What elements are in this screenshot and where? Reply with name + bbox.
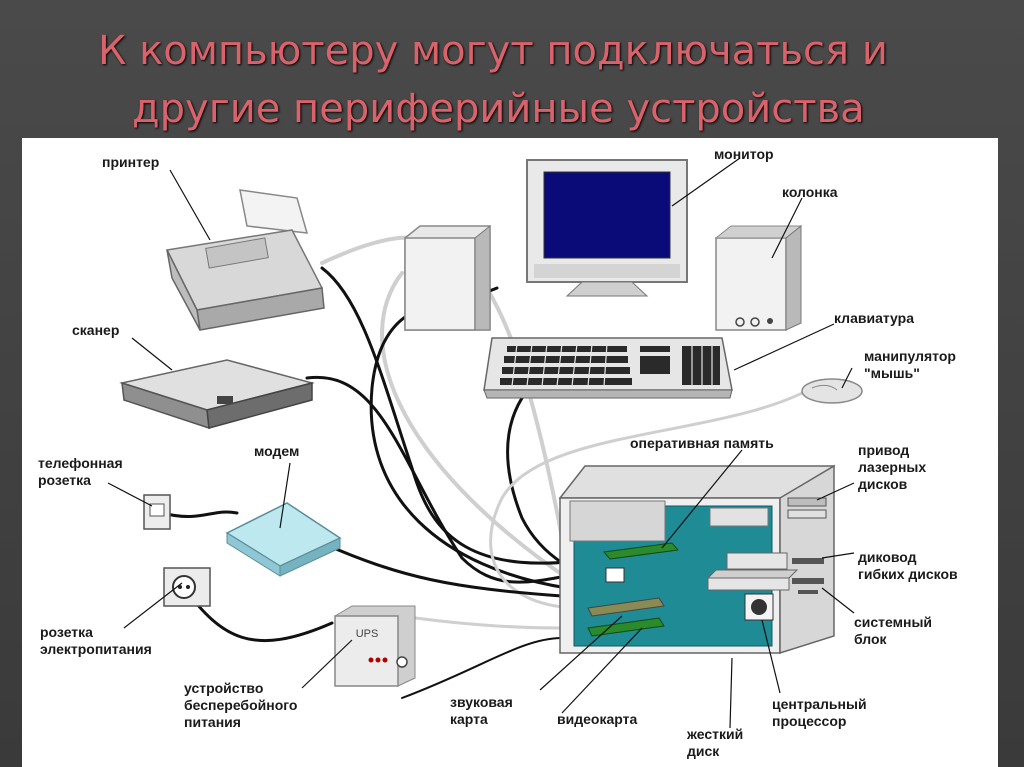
keyboard-icon	[483, 337, 733, 399]
label-keyboard: клавиатура	[834, 310, 915, 326]
label-speaker: колонка	[782, 184, 838, 200]
speaker-right-icon	[714, 224, 803, 331]
ups-power-cable	[401, 637, 563, 699]
modem-cable	[320, 541, 564, 598]
printer-data-cable	[320, 266, 604, 565]
label-power-socket: розетка электропитания	[40, 624, 152, 657]
slide-title: К компьютеру могут подключаться и другие…	[0, 22, 1024, 138]
monitor-icon	[526, 159, 688, 297]
mouse-icon	[801, 378, 863, 404]
label-phone-socket: телефонная розетка	[38, 455, 123, 488]
speaker-cable	[380, 271, 569, 580]
ups-icon: UPS	[334, 605, 416, 687]
label-ups: устройство бесперебойного питания	[184, 680, 298, 730]
phone-cable	[160, 510, 239, 518]
label-system-unit: системный блок	[854, 614, 933, 647]
label-monitor: монитор	[714, 146, 774, 162]
label-hdd: жесткий диск	[687, 726, 744, 759]
label-sound-card: звуковая карта	[450, 694, 513, 727]
label-mouse: манипулятор "мышь"	[864, 348, 956, 381]
label-video-card: видеокарта	[557, 711, 638, 727]
label-ram: оперативная память	[630, 435, 774, 451]
video-card-module	[587, 617, 665, 637]
diagram-canvas: UPS	[107, 157, 863, 729]
speaker-left-icon	[404, 224, 491, 331]
modem-icon	[225, 502, 342, 577]
phone-socket-icon	[143, 494, 171, 530]
sound-card-module	[587, 597, 665, 617]
label-scanner: сканер	[72, 322, 120, 338]
ram-module	[603, 542, 679, 560]
label-cpu: центральный процессор	[772, 696, 867, 729]
label-modem: модем	[254, 443, 300, 459]
title-line-2: другие периферийные устройства	[132, 86, 865, 132]
system-unit-icon	[558, 464, 836, 655]
label-floppy-drive: диковод гибких дисков	[858, 549, 958, 582]
label-printer: принтер	[102, 154, 160, 170]
leader-lines	[107, 157, 855, 729]
scanner-cable	[305, 375, 604, 584]
label-optical-drive: привод лазерных дисков	[858, 442, 927, 492]
power-socket-icon	[163, 567, 211, 607]
scanner-icon	[119, 359, 315, 430]
ups-text: UPS	[356, 628, 379, 640]
printer-icon	[165, 189, 325, 331]
diagram-panel: UPS	[22, 138, 998, 767]
mouse-cable	[489, 386, 814, 610]
title-line-1: К компьютеру могут подключаться и	[98, 28, 888, 74]
